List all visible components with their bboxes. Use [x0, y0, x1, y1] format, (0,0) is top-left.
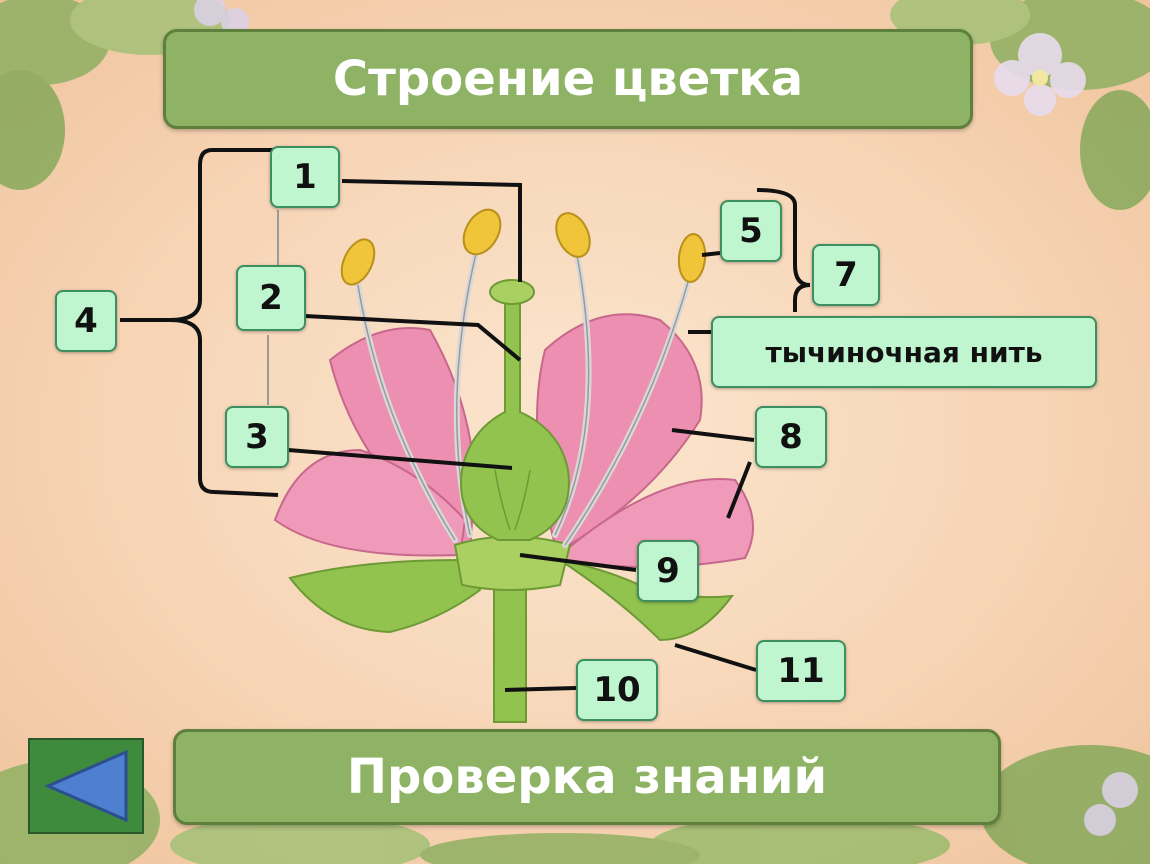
stigma — [489, 279, 535, 305]
label-8[interactable]: 8 — [755, 406, 827, 468]
anther — [340, 238, 376, 286]
sepal-left — [288, 558, 482, 634]
label-1[interactable]: 1 — [270, 146, 340, 208]
label-3[interactable]: 3 — [225, 406, 289, 468]
label-2[interactable]: 2 — [236, 265, 306, 331]
label-7[interactable]: 7 — [812, 244, 880, 306]
label-5[interactable]: 5 — [720, 200, 782, 262]
label-9[interactable]: 9 — [637, 540, 699, 602]
label-11[interactable]: 11 — [756, 640, 846, 702]
anther — [462, 208, 502, 256]
label-4[interactable]: 4 — [55, 290, 117, 352]
back-button[interactable] — [28, 738, 144, 834]
page-title: Строение цветка — [163, 29, 973, 129]
anther — [555, 212, 591, 258]
anther — [677, 233, 707, 283]
label-10[interactable]: 10 — [576, 659, 658, 721]
triangle-left-icon — [44, 749, 128, 823]
pistil — [460, 299, 570, 541]
petal — [559, 478, 754, 568]
check-knowledge-button[interactable]: Проверка знаний — [173, 729, 1001, 825]
label-filament[interactable]: тычиночная нить — [711, 316, 1097, 388]
stem — [493, 579, 527, 723]
petal — [536, 313, 703, 552]
receptacle — [453, 535, 572, 591]
